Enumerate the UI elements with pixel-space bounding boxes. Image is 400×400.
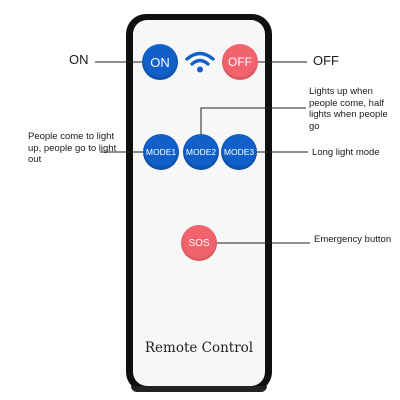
- annotation-mode1: People come to light up, people go to li…: [28, 131, 117, 165]
- leader-line-mode2: [200, 107, 306, 134]
- mode3-button[interactable]: MODE3: [221, 134, 257, 170]
- annotation-mode2: Lights up when people come, half lights …: [309, 86, 388, 132]
- annotation-off: OFF: [313, 53, 339, 68]
- mode1-button[interactable]: MODE1: [143, 134, 179, 170]
- annotation-mode3: Long light mode: [312, 147, 380, 158]
- remote-face: [133, 20, 265, 386]
- remote-control-label: Remote Control: [144, 340, 254, 356]
- mode2-button[interactable]: MODE2: [183, 134, 219, 170]
- sos-button-label: SOS: [188, 237, 210, 249]
- off-button[interactable]: OFF: [222, 44, 258, 80]
- on-button-label: ON: [150, 54, 170, 70]
- mode3-button-label: MODE3: [223, 147, 255, 157]
- off-button-label: OFF: [228, 55, 252, 69]
- mode1-button-label: MODE1: [145, 147, 177, 157]
- annotation-on: ON: [69, 52, 89, 67]
- sos-button[interactable]: SOS: [181, 225, 217, 261]
- remote-bottom-edge: [131, 386, 267, 392]
- wifi-icon: [185, 51, 215, 73]
- on-button[interactable]: ON: [142, 44, 178, 80]
- mode2-button-label: MODE2: [185, 147, 217, 157]
- annotation-sos: Emergency button: [314, 234, 392, 245]
